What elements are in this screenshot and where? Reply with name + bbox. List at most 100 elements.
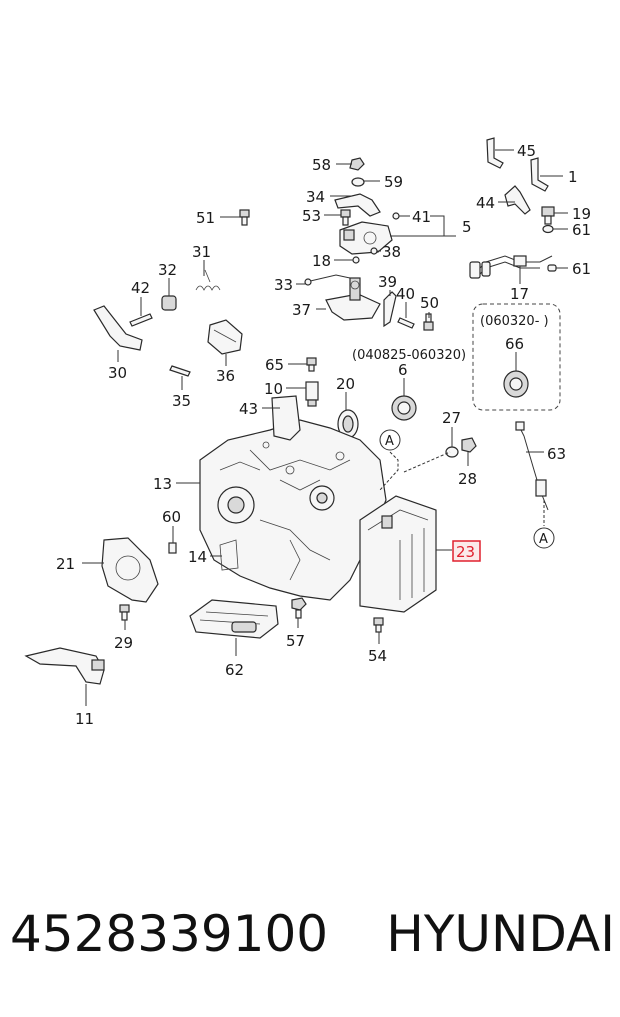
callout-33: 33: [274, 276, 293, 294]
callout-20: 20: [336, 375, 355, 393]
part-51-bolt: [239, 209, 250, 226]
callout-61-b: 61: [572, 260, 591, 278]
part-6-seal: [391, 395, 417, 421]
part-1-bracket: [530, 157, 549, 192]
callout-51: 51: [196, 209, 215, 227]
part-30-lever: [93, 305, 143, 351]
callout-21: 21: [56, 555, 75, 573]
part-63-dipstick: [515, 421, 549, 511]
callout-35: 35: [172, 392, 191, 410]
part-42-pin: [129, 313, 153, 327]
part-5-switch: [339, 221, 393, 255]
callout-6: 6: [398, 361, 408, 379]
brand-name: HYUNDAI: [386, 905, 615, 963]
part-37-plate: [325, 277, 381, 321]
part-32-bushing: [161, 295, 177, 311]
part-41-pin: [392, 212, 400, 220]
part-20-seal: [337, 409, 359, 439]
part-21-cover: [101, 537, 159, 603]
part-61-washer-a: [542, 224, 554, 234]
callout-labels: 45 1 58 59 34 44 19 51 53 41 5 61 31 18 …: [56, 142, 591, 728]
callout-50: 50: [420, 294, 439, 312]
part-10-sensor: [305, 381, 319, 407]
callout-19: 19: [572, 205, 591, 223]
callout-61-a: 61: [572, 221, 591, 239]
part-19-bolt: [541, 206, 555, 225]
callout-37: 37: [292, 301, 311, 319]
ref-marker-a-2: A: [533, 527, 555, 549]
callout-32: 32: [158, 261, 177, 279]
callout-41: 41: [412, 208, 431, 226]
callout-60: 60: [162, 508, 181, 526]
callout-34: 34: [306, 188, 325, 206]
callout-31: 31: [192, 243, 211, 261]
part-59-washer: [351, 177, 365, 187]
part-17-pipe: [469, 255, 553, 279]
ref-marker-a-1: A: [379, 429, 401, 451]
part-65-bolt: [306, 357, 317, 372]
callout-40: 40: [396, 285, 415, 303]
part-number: 4528339100: [10, 905, 329, 963]
callout-65: 65: [265, 356, 284, 374]
footer: 4528339100 HYUNDAI: [10, 905, 615, 963]
part-44-bracket: [504, 185, 531, 215]
part-34-lever: [334, 193, 381, 217]
callout-63: 63: [547, 445, 566, 463]
option-box: [472, 303, 561, 411]
part-35-pin: [169, 365, 191, 377]
callout-59: 59: [384, 173, 403, 191]
svg-text:A: A: [385, 434, 394, 449]
part-54-bolt: [373, 617, 384, 633]
callout-11: 11: [75, 710, 94, 728]
note-date-range-1: (040825-060320): [352, 348, 466, 363]
callout-57: 57: [286, 632, 305, 650]
callout-10: 10: [264, 380, 283, 398]
callout-54: 54: [368, 647, 387, 665]
callout-17: 17: [510, 285, 529, 303]
part-60-pin: [168, 542, 177, 554]
callout-27: 27: [442, 409, 461, 427]
part-53-bolt: [340, 209, 351, 226]
part-40-pin: [397, 317, 415, 329]
part-58-nut: [349, 157, 365, 171]
part-27-washer: [445, 446, 459, 458]
part-43-plate: [271, 395, 301, 441]
part-33-rod: [304, 274, 351, 286]
callout-62: 62: [225, 661, 244, 679]
callout-53: 53: [302, 207, 321, 225]
callout-66: 66: [505, 335, 524, 353]
part-38-ball: [370, 247, 378, 255]
leader-lines: [82, 149, 568, 706]
callout-39: 39: [378, 273, 397, 291]
part-11-bracket: [24, 647, 105, 685]
part-28-plug: [461, 437, 477, 453]
part-13-transaxle-case: [199, 419, 387, 601]
callout-13: 13: [153, 475, 172, 493]
exploded-parts-diagram: 45 1 58 59 34 44 19 51 53 41 5 61 31 18 …: [24, 137, 591, 728]
part-14-gasket: [219, 539, 239, 571]
part-57-bolt: [291, 597, 307, 619]
svg-text:A: A: [539, 532, 548, 547]
callout-23: 23: [456, 543, 475, 561]
callout-1: 1: [568, 168, 578, 186]
callout-42: 42: [131, 279, 150, 297]
part-29-bolt: [119, 604, 130, 621]
callout-43: 43: [239, 400, 258, 418]
part-23-oil-pan: [359, 495, 437, 613]
callout-45: 45: [517, 142, 536, 160]
callout-29: 29: [114, 634, 133, 652]
callout-44: 44: [476, 194, 495, 212]
part-66-seal: [503, 370, 529, 398]
note-date-range-2: (060320- ): [480, 314, 549, 329]
callout-38: 38: [382, 243, 401, 261]
part-45-bracket: [486, 137, 504, 169]
callout-14: 14: [188, 548, 207, 566]
part-18-ball: [352, 256, 360, 264]
callout-23-highlight: 23: [452, 540, 481, 562]
callout-18: 18: [312, 252, 331, 270]
part-36-bracket: [207, 319, 243, 355]
part-31-spring: [195, 269, 221, 291]
callout-36: 36: [216, 367, 235, 385]
callout-5: 5: [462, 218, 472, 236]
part-62-filter: [189, 599, 279, 639]
